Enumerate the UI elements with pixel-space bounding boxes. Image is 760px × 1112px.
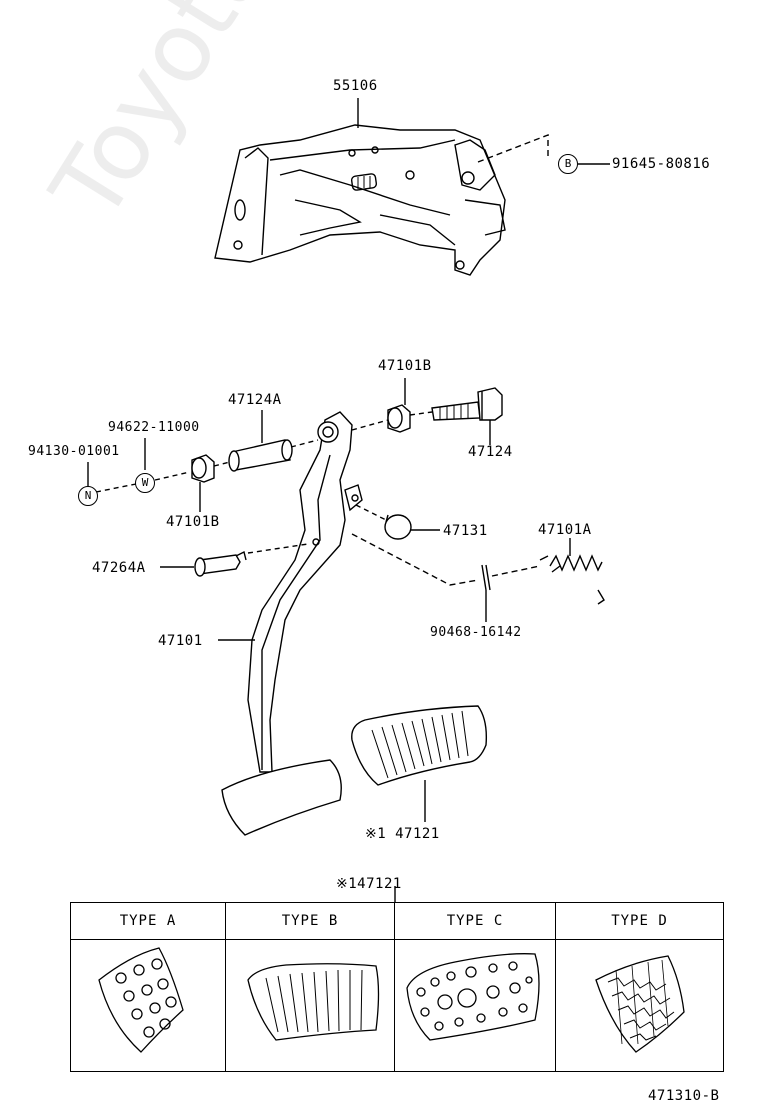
collar-drawing xyxy=(228,439,293,472)
label-stopper: 47131 xyxy=(443,523,488,539)
type-b-pad-drawing xyxy=(247,963,380,1041)
table-title: ※147121 xyxy=(336,876,402,892)
type-d-pad-drawing xyxy=(595,955,685,1053)
circle-mark-b: B xyxy=(558,154,578,174)
type-a-pad-drawing xyxy=(98,947,184,1053)
figure-code: 471310-B xyxy=(648,1088,720,1104)
type-d-label: TYPE D xyxy=(556,903,723,940)
circle-mark-n: N xyxy=(78,486,98,506)
label-bolt: 47124 xyxy=(468,444,513,460)
bolt-drawing xyxy=(431,387,503,421)
label-washer: 94622-11000 xyxy=(108,420,200,435)
label-clip-pin: 47264A xyxy=(92,560,146,576)
pad-drawing xyxy=(351,705,488,786)
label-nut: 94130-01001 xyxy=(28,444,120,459)
label-bracket: 55106 xyxy=(333,78,378,94)
label-bolt-b: 91645-80816 xyxy=(612,156,711,172)
type-b-cell: TYPE B xyxy=(226,903,395,1071)
label-bushing-top: 47101B xyxy=(378,358,432,374)
label-collar: 47124A xyxy=(228,392,282,408)
type-c-pad-drawing xyxy=(406,953,540,1041)
type-c-cell: TYPE C xyxy=(395,903,556,1071)
type-a-cell: TYPE A xyxy=(71,903,226,1071)
stopper-drawing xyxy=(384,514,412,540)
pad-type-table: TYPE A TYPE B xyxy=(70,902,724,1072)
label-pad: ※1 47121 xyxy=(365,826,440,842)
spring-drawing xyxy=(539,554,605,605)
label-bushing-left: 47101B xyxy=(166,514,220,530)
type-c-label: TYPE C xyxy=(395,903,555,940)
type-a-label: TYPE A xyxy=(71,903,225,940)
bushing-top-drawing xyxy=(387,404,411,433)
label-pedal: 47101 xyxy=(158,633,203,649)
pedal-arm-drawing xyxy=(221,411,363,836)
label-spring: 47101A xyxy=(538,522,592,538)
bushing-left-drawing xyxy=(191,454,215,483)
circle-mark-w: W xyxy=(135,473,155,493)
bracket-drawing xyxy=(214,124,506,276)
clip-pin-drawing xyxy=(194,550,247,577)
type-b-label: TYPE B xyxy=(226,903,394,940)
label-cotter-pin: 90468-16142 xyxy=(430,625,522,640)
type-d-cell: TYPE D xyxy=(556,903,723,1071)
